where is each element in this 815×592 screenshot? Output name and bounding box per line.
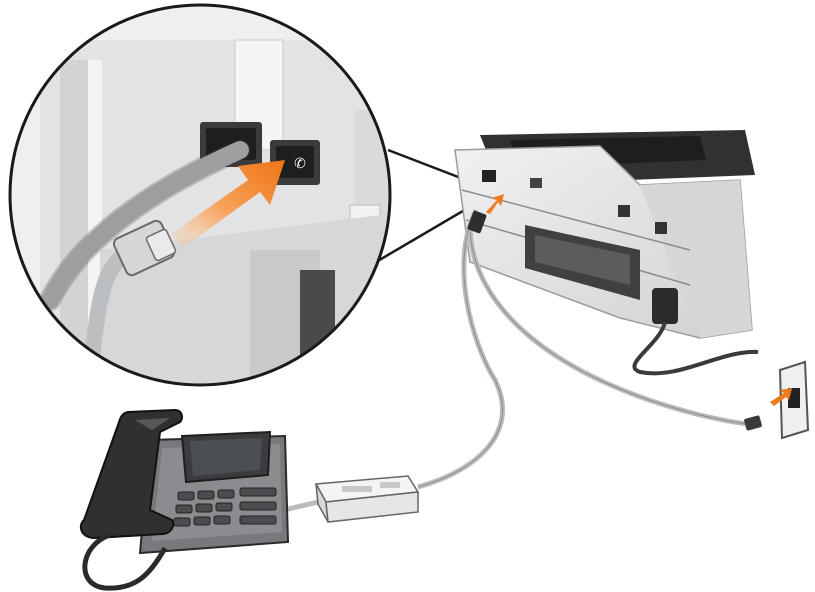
power-cord-plug xyxy=(652,288,678,324)
wall-jack xyxy=(770,362,808,438)
printer xyxy=(455,130,758,373)
magnified-view: ✆ xyxy=(0,0,425,400)
phone-keypad xyxy=(174,488,276,526)
dsl-filter xyxy=(316,476,418,522)
telephone xyxy=(81,410,288,588)
wall-plug xyxy=(744,415,763,431)
cord-filter-to-phone xyxy=(284,502,318,510)
svg-text:✆: ✆ xyxy=(294,156,306,172)
